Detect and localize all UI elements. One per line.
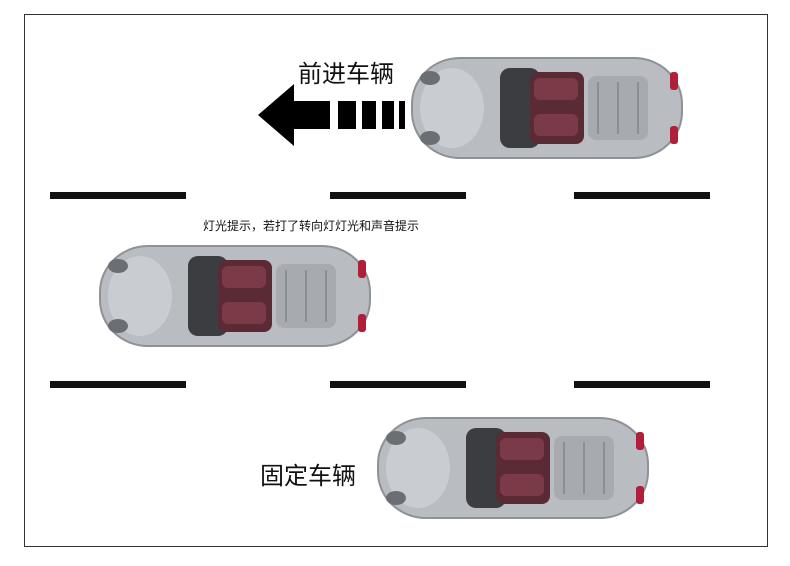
moving-car	[411, 57, 683, 159]
lane-marking	[50, 192, 186, 199]
lane-marking	[574, 192, 710, 199]
lane-marking	[330, 381, 466, 388]
hint-label: 灯光提示，若打了转向灯灯光和声音提示	[203, 219, 420, 233]
lane-marking	[330, 192, 466, 199]
fixed-vehicle-label: 固定车辆	[260, 462, 356, 490]
front-vehicle-label: 前进车辆	[298, 60, 394, 88]
fixed-car	[377, 417, 649, 519]
lane-marking	[574, 381, 710, 388]
moving-car-2	[99, 245, 371, 347]
left-arrow-icon	[258, 84, 405, 146]
lane-marking	[50, 381, 186, 388]
